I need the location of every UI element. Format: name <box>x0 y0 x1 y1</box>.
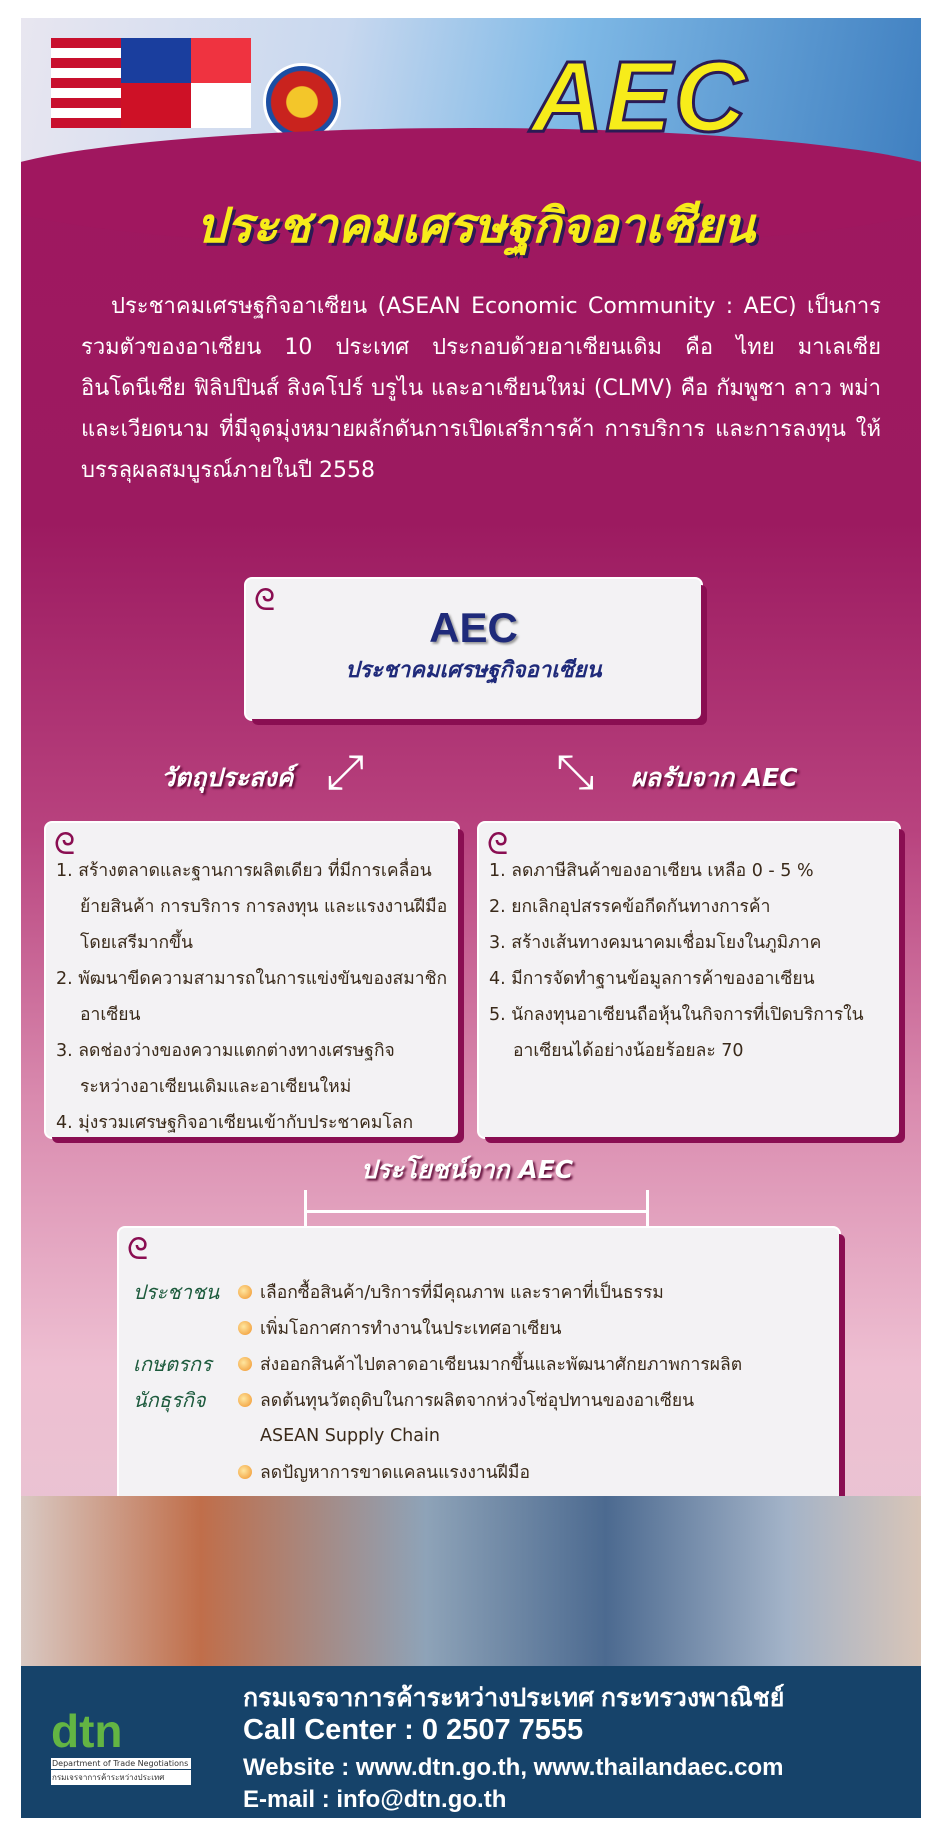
page-title: ประชาคมเศรษฐกิจอาเซียน <box>196 198 755 254</box>
benefits-label: ประโยชน์จาก AEC <box>361 1155 574 1184</box>
objectives-box: ᘓ 1. สร้างตลาดและฐานการผลิตเดียว ที่มีกา… <box>46 823 458 1137</box>
benefit-row: ประชาชน เลือกซื้อสินค้า/บริการที่มีคุณภาพ… <box>133 1274 825 1310</box>
benefit-item: ส่งออกสินค้าไปตลาดอาเซียนมากขึ้นและพัฒนา… <box>260 1355 743 1375</box>
intro-text: ประชาคมเศรษฐกิจอาเซียน (ASEAN Economic C… <box>81 294 881 483</box>
email: E-mail : info@dtn.go.th <box>243 1786 507 1813</box>
benefit-row: นักธุรกิจ ลดต้นทุนวัตถุดิบในการผลิตจากห่ว… <box>133 1382 825 1418</box>
benefit-item: เลือกซื้อสินค้า/บริการที่มีคุณภาพ และราค… <box>260 1283 664 1303</box>
website: Website : www.dtn.go.th, www.thailandaec… <box>243 1754 784 1781</box>
benefit-row: เพิ่มโอกาศการทำงานในประเทศอาเซียน <box>133 1310 825 1346</box>
arrow-diagonal-icon: ⤡ <box>556 744 595 800</box>
banner-wave <box>21 128 921 248</box>
effect-item: 2. ยกเลิกอุปสรรคข้อกีดกันทางการค้า <box>489 897 771 917</box>
vertical-arrow-icon <box>646 1190 649 1232</box>
swirl-icon: ᘓ <box>487 827 509 862</box>
benefits-box: ᘓ ประชาชน เลือกซื้อสินค้า/บริการที่มีคุณภ… <box>119 1228 839 1506</box>
double-arrow-line <box>306 1210 646 1213</box>
benefit-category: เกษตรกร <box>133 1352 212 1376</box>
dtn-logo-th: กรมเจรจาการค้าระหว่างประเทศ <box>51 1770 191 1785</box>
effect-item: 4. มีการจัดทำฐานข้อมูลการค้าของอาเซียน <box>489 969 815 989</box>
arrow-diagonal-icon: ⤢ <box>326 744 365 800</box>
dtn-logo: dtn Department of Trade Negotiations กรม… <box>51 1704 191 1804</box>
swirl-icon: ᘓ <box>254 583 276 618</box>
flag-philippines <box>121 38 191 128</box>
objectives-label: วัตถุประสงค์ <box>161 763 294 792</box>
benefit-row: ASEAN Supply Chain <box>133 1418 825 1454</box>
effect-item: 1. ลดภาษีสินค้าของอาเซียน เหลือ 0 - 5 % <box>489 861 814 881</box>
bullet-icon <box>238 1357 252 1371</box>
benefit-category: ประชาชน <box>133 1280 220 1304</box>
benefit-row: ลดปัญหาการขาดแคลนแรงงานฝีมือ <box>133 1454 825 1490</box>
objective-item: 4. มุ่งรวมเศรษฐกิจอาเซียนเข้ากับประชาคมโ… <box>56 1113 414 1133</box>
intro-paragraph: ประชาคมเศรษฐกิจอาเซียน (ASEAN Economic C… <box>81 286 881 491</box>
center-title: AEC <box>429 604 518 651</box>
swirl-icon: ᘓ <box>127 1232 149 1267</box>
benefit-item: ASEAN Supply Chain <box>260 1426 440 1446</box>
bullet-icon <box>238 1285 252 1299</box>
objective-item: 2. พัฒนาขีดความสามารถในการแข่งขันของสมาช… <box>56 969 448 1025</box>
benefit-row: เกษตรกร ส่งออกสินค้าไปตลาดอาเซียนมากขึ้นแ… <box>133 1346 825 1382</box>
bullet-icon <box>238 1393 252 1407</box>
swirl-icon: ᘓ <box>54 827 76 862</box>
photo-collage <box>21 1496 921 1666</box>
bullet-icon <box>238 1321 252 1335</box>
effects-box: ᘓ 1. ลดภาษีสินค้าของอาเซียน เหลือ 0 - 5 … <box>479 823 899 1137</box>
dtn-logo-en: Department of Trade Negotiations <box>51 1758 191 1769</box>
benefit-item: ลดต้นทุนวัตถุดิบในการผลิตจากห่วงโซ่อุปทา… <box>260 1391 695 1411</box>
objective-item: 3. ลดช่องว่างของความแตกต่างทางเศรษฐกิจระ… <box>56 1041 395 1097</box>
center-subtitle: ประชาคมเศรษฐกิจอาเซียน <box>345 658 602 683</box>
bullet-icon <box>238 1465 252 1479</box>
footer: dtn Department of Trade Negotiations กรม… <box>21 1666 921 1818</box>
vertical-arrow-icon <box>304 1190 307 1232</box>
effect-item: 3. สร้างเส้นทางคมนาคมเชื่อมโยงในภูมิภาค <box>489 933 822 953</box>
benefit-item: ลดปัญหาการขาดแคลนแรงงานฝีมือ <box>260 1463 530 1483</box>
effect-item: 5. นักลงทุนอาเซียนถือหุ้นในกิจการที่เปิด… <box>489 1005 864 1061</box>
aec-logo: AEC <box>529 40 749 155</box>
org-name: กรมเจรจาการค้าระหว่างประเทศ กระทรวงพาณิช… <box>243 1684 785 1712</box>
benefit-item: เพิ่มโอกาศการทำงานในประเทศอาเซียน <box>260 1319 562 1339</box>
call-center: Call Center : 0 2507 7555 <box>243 1714 584 1746</box>
poster: AEC ประชาคมเศรษฐกิจอาเซียน ประชาคมเศรษฐก… <box>21 18 921 1818</box>
aec-center-box: ᘓ AEC ประชาคมเศรษฐกิจอาเซียน <box>246 579 701 719</box>
dtn-logo-letters: dtn <box>51 1705 123 1757</box>
flag-singapore <box>191 38 251 128</box>
header-banner: AEC <box>21 18 921 248</box>
effects-label: ผลรับจาก AEC <box>631 763 798 792</box>
flag-malaysia <box>51 38 121 128</box>
benefit-category: นักธุรกิจ <box>133 1388 206 1412</box>
asean-emblem <box>263 63 341 141</box>
objective-item: 1. สร้างตลาดและฐานการผลิตเดียว ที่มีการเ… <box>56 861 448 953</box>
